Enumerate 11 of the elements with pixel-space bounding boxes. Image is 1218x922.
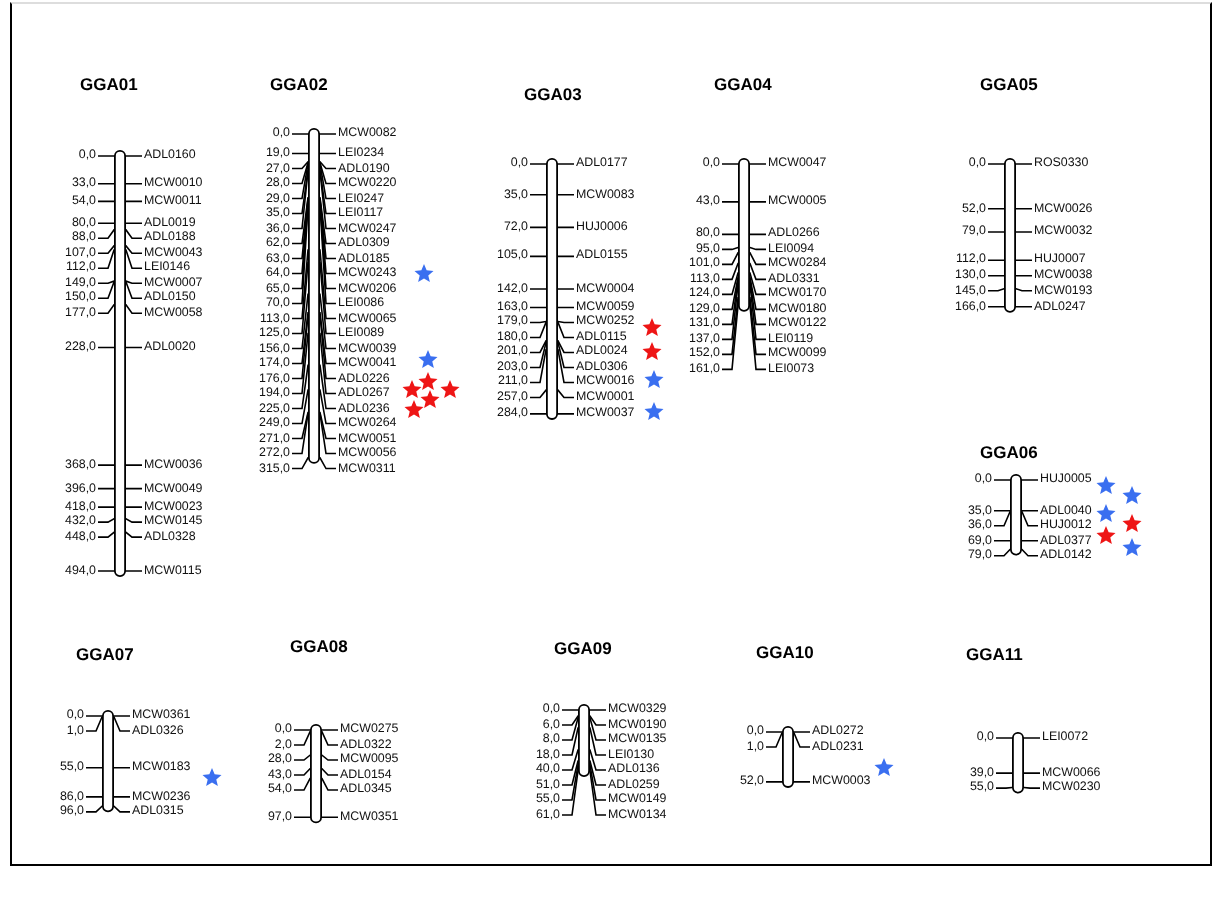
chromosome-title: GGA05	[980, 74, 1038, 94]
chromosome-title: GGA01	[80, 74, 138, 94]
chromosome-title: GGA03	[524, 84, 582, 104]
chromosome-title: GGA09	[554, 638, 612, 658]
chromosome-title: GGA04	[714, 74, 772, 94]
chromosome-title: GGA10	[756, 642, 814, 662]
chromosome-title: GGA08	[290, 636, 348, 656]
chromosome-title: GGA07	[76, 644, 134, 664]
chromosome-title: GGA11	[966, 644, 1023, 664]
chromosome-title: GGA02	[270, 74, 328, 94]
chromosome-title: GGA06	[980, 442, 1038, 462]
